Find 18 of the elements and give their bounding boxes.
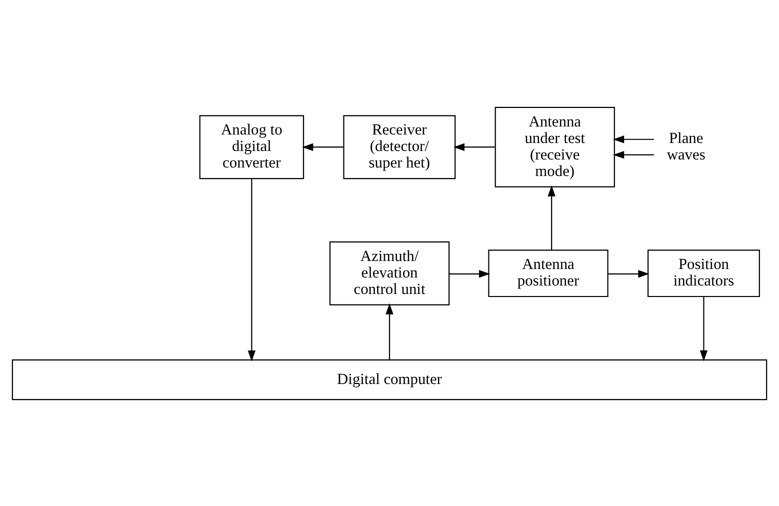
node-box: Position indicators <box>648 249 760 297</box>
arrow <box>386 302 394 360</box>
arrow <box>613 150 654 158</box>
node-box: Antenna positioner <box>488 249 608 297</box>
arrow <box>608 270 650 278</box>
arrow <box>449 270 490 278</box>
arrow <box>548 184 556 250</box>
node-box: Antenna under test (receive mode) <box>494 106 615 187</box>
arrow <box>302 142 344 150</box>
node-box: Receiver (detector/ super het) <box>343 114 456 179</box>
arrow <box>248 178 256 362</box>
node-box: Digital computer <box>12 358 768 400</box>
node-box: Analog to digital converter <box>199 114 304 179</box>
arrow <box>613 135 654 143</box>
node-box: Azimuth/ elevation control unit <box>329 240 450 305</box>
arrow <box>453 142 495 150</box>
arrow <box>700 296 708 361</box>
node-text: Plane waves <box>666 129 706 163</box>
